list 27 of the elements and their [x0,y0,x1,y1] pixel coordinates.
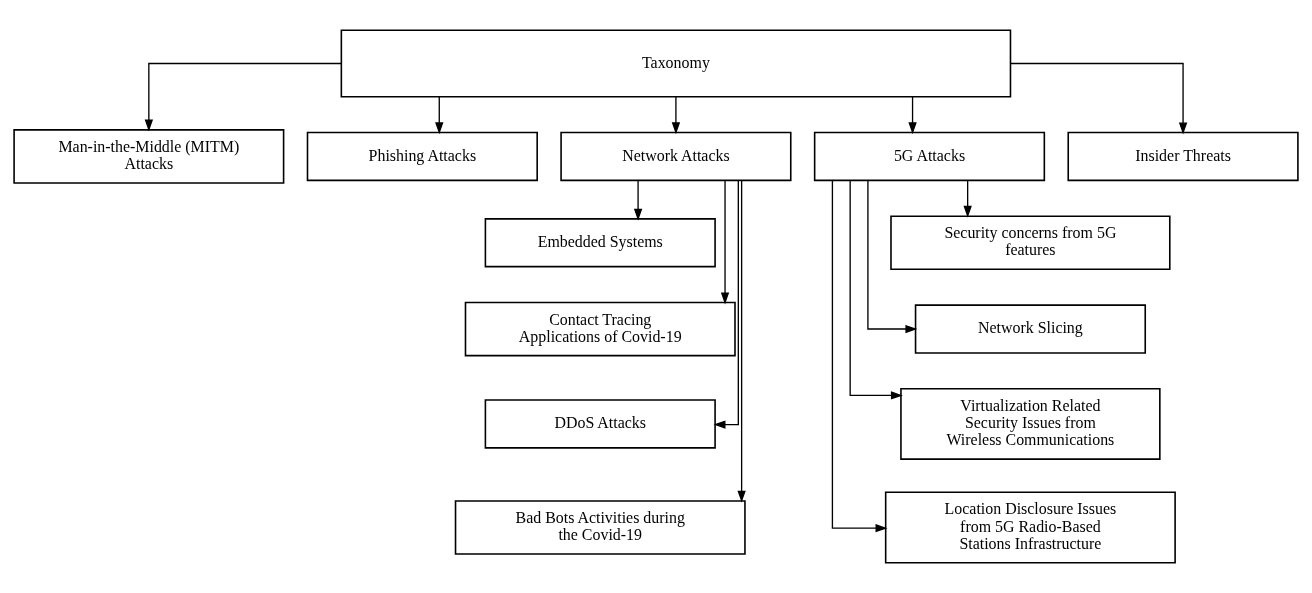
node-box: DDoS Attacks [484,399,716,449]
node-box: Network Attacks [560,131,792,182]
arrow [963,179,972,218]
arrow [435,96,444,135]
arrow [144,62,342,132]
arrow [831,180,888,533]
node-box: Phishing Attacks [306,131,538,182]
node-box: Location Disclosure Issues from 5G Radio-Based Stations Infrastructure [884,491,1176,564]
arrow [908,96,917,135]
arrow [633,179,643,221]
node-box: Insider Threats [1067,131,1299,182]
arrow [713,180,739,429]
arrow [849,180,903,400]
arrow [720,179,730,305]
node-box: Security concerns from 5G features [890,215,1171,271]
node-box: Man-in-the-Middle (MITM) Attacks [13,129,285,184]
node-box: Contact Tracing Applications of Covid-19 [464,301,736,357]
node-box: Taxonomy [340,29,1012,98]
arrow [737,180,746,503]
arrow [1010,62,1188,135]
node-box: Bad Bots Activities during the Covid-19 [454,500,746,555]
node-box: Network Slicing [914,304,1147,354]
node-box: 5G Attacks [813,131,1046,182]
arrow [671,96,681,135]
node-box: Virtualization Related Security Issues from Wireless Communications [900,387,1161,460]
node-box: Embedded Systems [484,218,716,268]
arrow [867,179,918,334]
